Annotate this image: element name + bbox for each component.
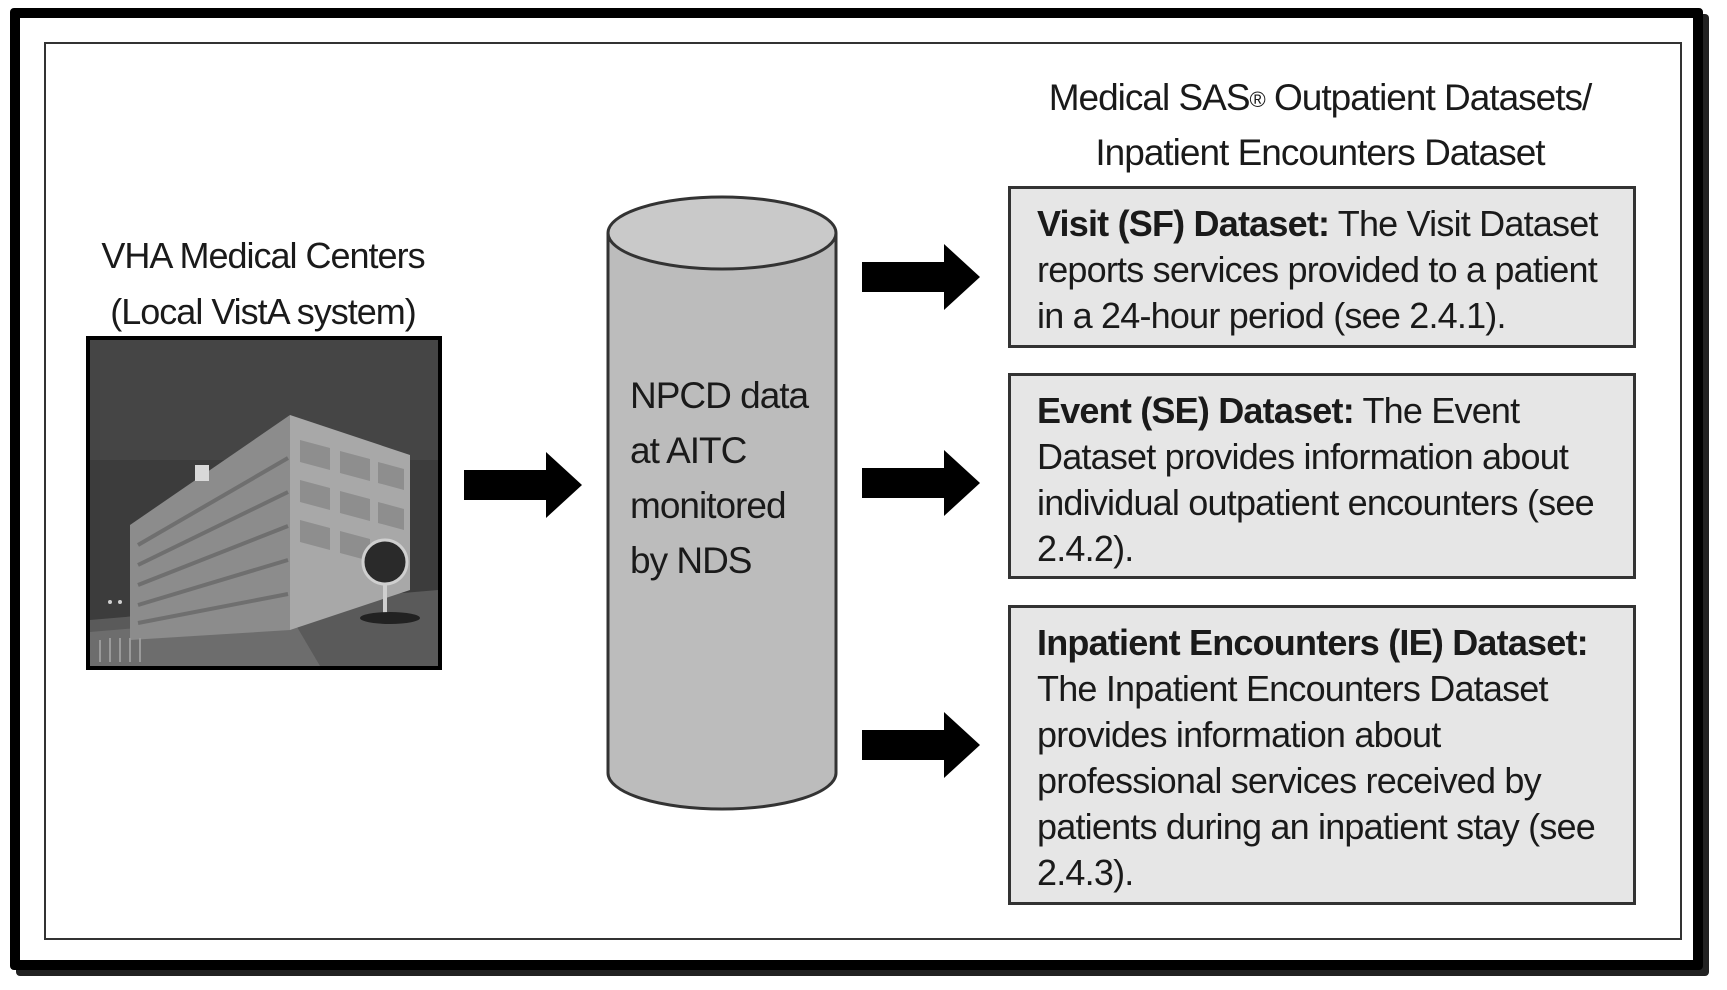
repository-label: NPCD data at AITC monitored by NDS <box>630 368 830 588</box>
source-title: VHA Medical Centers <box>101 235 425 276</box>
repository-line: by NDS <box>630 540 752 581</box>
hospital-building-icon <box>86 336 442 670</box>
arrow-right-icon <box>862 244 980 310</box>
outputs-title-main: Medical SAS <box>1048 77 1251 118</box>
dataset-name: Inpatient Encounters (IE) Dataset: <box>1037 622 1589 663</box>
source-caption: VHA Medical Centers (Local VistA system) <box>88 228 438 340</box>
dataset-name: Event (SE) Dataset: <box>1037 390 1355 431</box>
registered-mark: ® <box>1249 87 1266 112</box>
repository-line: monitored <box>630 485 787 526</box>
inpatient-encounters-dataset-box: Inpatient Encounters (IE) Dataset: The I… <box>1008 605 1636 905</box>
arrow-right-icon <box>862 450 980 516</box>
arrow-right-icon <box>862 712 980 778</box>
outputs-title-rest: Outpatient Datasets/ <box>1264 77 1592 118</box>
dataset-description: The Visit Dataset reports services provi… <box>1037 203 1598 336</box>
outputs-subtitle: Inpatient Encounters Dataset <box>1095 132 1545 173</box>
dataset-description: The Event Dataset provides information a… <box>1037 390 1595 569</box>
dataset-name: Visit (SF) Dataset: <box>1037 203 1330 244</box>
repository-line: at AITC <box>630 430 747 471</box>
arrow-right-icon <box>464 452 582 518</box>
visit-dataset-box: Visit (SF) Dataset: The Visit Dataset re… <box>1008 186 1636 348</box>
database-cylinder <box>606 195 838 811</box>
repository-line: NPCD data <box>630 375 809 416</box>
event-dataset-box: Event (SE) Dataset: The Event Dataset pr… <box>1008 373 1636 579</box>
diagram-border <box>44 42 1682 940</box>
source-subtitle: (Local VistA system) <box>110 291 416 332</box>
outputs-title: Medical SAS® Outpatient Datasets/ Inpati… <box>1000 70 1640 180</box>
dataset-description: The Inpatient Encounters Dataset provide… <box>1037 668 1596 893</box>
